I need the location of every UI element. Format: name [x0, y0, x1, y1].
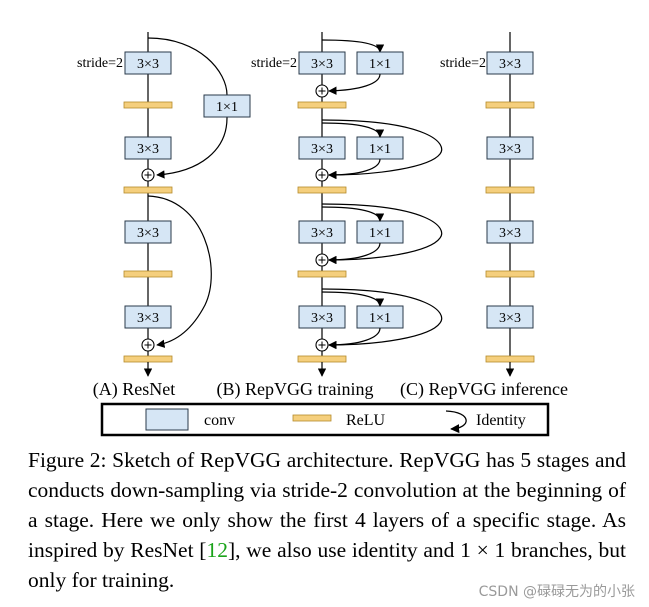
conv-3x3 [124, 220, 172, 244]
column-repvgg-inference: stride=2 3×3 3×3 3×3 3×3 [440, 32, 535, 377]
conv-3x3 [298, 136, 346, 160]
conv-3x3 [298, 51, 346, 75]
conv-3x3-label: 3×3 [499, 142, 521, 157]
stride-label: stride=2 [251, 56, 297, 71]
branch-merge [328, 242, 381, 265]
legend-frame [100, 402, 550, 437]
watermark: CSDN @碌碌无为的小张 [478, 584, 635, 600]
conv-1x1-label: 1×1 [369, 57, 391, 72]
conv-3x3-label: 3×3 [137, 311, 159, 326]
relu-bar [123, 186, 173, 194]
relu-bar [297, 270, 347, 278]
conv-3x3 [298, 305, 346, 329]
stride-label: stride=2 [440, 56, 486, 71]
branch-merge [328, 73, 381, 95]
conv-3x3-label: 3×3 [137, 226, 159, 241]
column-label-repvgg-inference: (C) RepVGG inference [400, 379, 568, 400]
conv-3x3 [298, 220, 346, 244]
conv-1x1 [203, 94, 251, 118]
citation-link[interactable]: 12 [206, 538, 228, 562]
conv-3x3-label: 3×3 [311, 57, 333, 72]
legend-conv-swatch [145, 408, 189, 431]
relu-bar [485, 270, 535, 278]
identity-shortcut [147, 195, 212, 348]
branch-1x1 [321, 291, 385, 307]
column-label-repvgg-training: (B) RepVGG training [217, 379, 374, 400]
legend-identity-arrow [445, 410, 467, 434]
column-label-resnet: (A) ResNet [93, 379, 175, 400]
repvgg-diagram: stride=2 3×3 3×3 3×3 3×3 1×1 stride=2 3×3 1×1 3×… [77, 32, 568, 437]
relu-bar [297, 186, 347, 194]
relu-bar [485, 101, 535, 109]
identity-shortcut [321, 288, 443, 350]
conv-1x1-label: 1×1 [216, 100, 238, 115]
figure-caption: Figure 2: Sketch of RepVGG architecture.… [28, 445, 626, 595]
identity-shortcut [321, 119, 443, 180]
column-resnet: stride=2 3×3 3×3 3×3 3×3 1×1 [77, 32, 251, 377]
branch-1x1 [321, 206, 385, 222]
relu-bar [123, 355, 173, 363]
conv-3x3 [486, 220, 534, 244]
branch-1x1 [321, 122, 385, 138]
conv-3x3-label: 3×3 [499, 226, 521, 241]
conv-3x3-label: 3×3 [499, 311, 521, 326]
conv-3x3 [486, 51, 534, 75]
conv-3x3-label: 3×3 [137, 57, 159, 72]
caption-text-end: ], we also use identity and 1 × 1 branch… [28, 538, 627, 592]
relu-bar [297, 355, 347, 363]
relu-bar [485, 355, 535, 363]
stride-label: stride=2 [77, 56, 123, 71]
conv-3x3-label: 3×3 [137, 142, 159, 157]
legend-conv-label: conv [204, 412, 235, 429]
conv-3x3 [124, 305, 172, 329]
conv-3x3-label: 3×3 [499, 57, 521, 72]
legend-identity-label: Identity [476, 412, 526, 429]
branch-merge [328, 327, 381, 350]
conv-3x3-label: 3×3 [311, 226, 333, 241]
conv-1x1-label: 1×1 [369, 311, 391, 326]
conv-3x3 [124, 136, 172, 160]
relu-bar [297, 101, 347, 109]
legend-relu-label: ReLU [346, 412, 386, 429]
conv-3x3 [124, 51, 172, 75]
conv-1x1-label: 1×1 [369, 226, 391, 241]
relu-bar [485, 186, 535, 194]
caption-text: Figure 2: Sketch of RepVGG architecture.… [28, 448, 626, 562]
conv-1x1-label: 1×1 [369, 142, 391, 157]
branch-1x1 [321, 39, 385, 53]
legend: conv ReLU Identity [100, 402, 550, 437]
conv-3x3 [486, 136, 534, 160]
relu-bar [123, 270, 173, 278]
conv-3x3-label: 3×3 [311, 311, 333, 326]
column-repvgg-training: stride=2 3×3 1×1 3×3 1×1 3×3 1×1 3×3 1×1 [251, 32, 443, 377]
conv-3x3 [486, 305, 534, 329]
conv-3x3-label: 3×3 [311, 142, 333, 157]
relu-bar [123, 101, 173, 109]
identity-shortcut [321, 203, 443, 265]
legend-relu-swatch [292, 414, 332, 422]
